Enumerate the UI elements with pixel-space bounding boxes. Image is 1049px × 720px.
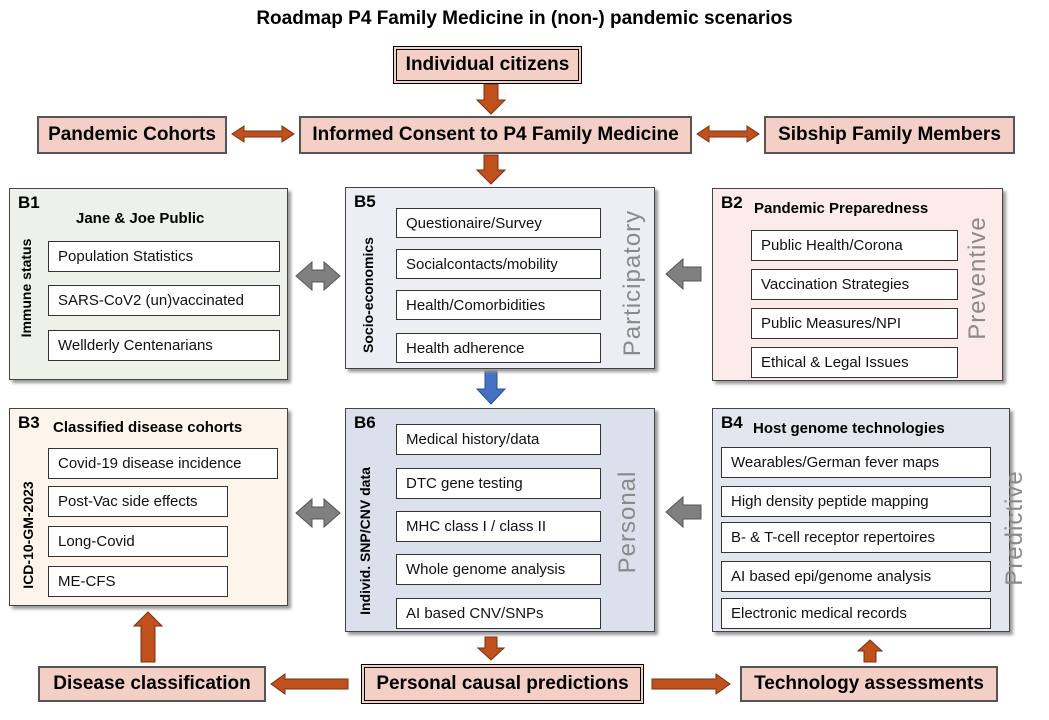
panel-b1-side-label: Immune status (18, 238, 34, 338)
b2-item: Public Measures/NPI (751, 308, 958, 339)
panel-b4-heading: Host genome technologies (753, 420, 945, 437)
b2-item: Vaccination Strategies (751, 269, 958, 300)
panel-b2: B2 Pandemic Preparedness Preventive Publ… (712, 188, 1003, 381)
arrow-individual-to-consent (475, 83, 507, 115)
individual-citizens-box: Individual citizens (393, 46, 582, 84)
arrow-b5-b6 (475, 370, 507, 405)
b3-item: Long-Covid (48, 526, 228, 557)
b6-item: DTC gene testing (396, 468, 601, 499)
panel-b2-heading: Pandemic Preparedness (754, 200, 929, 217)
panel-b3-label: B3 (18, 413, 40, 432)
arrow-b6-to-personal (476, 636, 506, 661)
b4-item: Electronic medical records (721, 598, 991, 629)
panel-b6-big-label: Personal (614, 470, 641, 574)
b6-item: Medical history/data (396, 424, 601, 455)
panel-b4-label: B4 (721, 413, 743, 432)
arrow-b2-b5 (665, 257, 702, 291)
panel-b2-label: B2 (721, 193, 743, 212)
arrow-b4-b6 (665, 495, 702, 529)
b5-item: Health/Comorbidities (396, 290, 601, 320)
panel-b1-heading: Jane & Joe Public (76, 210, 205, 227)
panel-b1: B1 Jane & Joe Public Immune status Popul… (9, 188, 288, 380)
b5-item: Health adherence (396, 333, 601, 363)
arrow-consent-sibship (696, 125, 760, 143)
b5-item: Socialcontacts/mobility (396, 249, 601, 279)
informed-consent-box: Informed Consent to P4 Family Medicine (299, 116, 692, 154)
panel-b6: B6 Individ. SNP/CNV data Personal Medica… (345, 408, 655, 632)
b4-item: Wearables/German fever maps (721, 447, 991, 478)
b1-item: Population Statistics (48, 241, 280, 272)
b6-item: AI based CNV/SNPs (396, 598, 601, 629)
disease-classification-box: Disease classification (38, 666, 266, 702)
pandemic-cohorts-box: Pandemic Cohorts (37, 116, 227, 154)
arrow-personal-to-tech (651, 673, 731, 695)
panel-b5-label: B5 (354, 192, 376, 211)
panel-b1-label: B1 (18, 193, 40, 212)
technology-assessments-box: Technology assessments (740, 666, 998, 702)
b1-item: Wellderly Centenarians (48, 330, 280, 361)
sibship-box: Sibship Family Members (764, 116, 1015, 154)
b5-item: Questionaire/Survey (396, 208, 601, 238)
page-title: Roadmap P4 Family Medicine in (non-) pan… (256, 8, 793, 29)
b1-item: SARS-CoV2 (un)vaccinated (48, 285, 280, 316)
arrow-tech-to-b4 (856, 639, 884, 663)
b2-item: Ethical & Legal Issues (751, 347, 958, 378)
b6-item: MHC class I / class II (396, 511, 601, 542)
arrow-b1-b5 (295, 260, 341, 292)
arrow-cohorts-consent (231, 125, 295, 143)
b3-item: ME-CFS (48, 566, 228, 597)
panel-b2-big-label: Preventive (964, 216, 991, 340)
panel-b6-label: B6 (354, 413, 376, 432)
panel-b4: B4 Host genome technologies Predictive W… (712, 408, 1028, 632)
panel-b3-heading: Classified disease cohorts (53, 419, 243, 436)
b4-item: B- & T-cell receptor repertoires (721, 522, 991, 553)
b6-item: Whole genome analysis (396, 554, 601, 585)
panel-b5-side-label: Socio-economics (360, 237, 376, 353)
panel-b3-side-label: ICD-10-GM-2023 (20, 481, 36, 589)
panel-b5-big-label: Participatory (619, 209, 646, 357)
arrow-personal-to-disease (270, 673, 349, 695)
personal-causal-predictions-box: Personal causal predictions (361, 664, 644, 704)
panel-b4-big-label: Predictive (1001, 470, 1028, 586)
b3-item: Covid-19 disease incidence (48, 448, 278, 479)
b4-item: AI based epi/genome analysis (721, 561, 991, 592)
panel-b3: B3 Classified disease cohorts ICD-10-GM-… (9, 408, 288, 606)
b3-item: Post-Vac side effects (48, 486, 228, 517)
arrow-consent-to-b5 (475, 154, 507, 185)
arrow-disease-to-b3 (132, 611, 164, 663)
panel-b5: B5 Socio-economics Participatory Questio… (345, 187, 655, 369)
arrow-b3-b6 (295, 497, 341, 529)
panel-b6-side-label: Individ. SNP/CNV data (357, 467, 373, 615)
b4-item: High density peptide mapping (721, 486, 991, 517)
b2-item: Public Health/Corona (751, 230, 958, 261)
